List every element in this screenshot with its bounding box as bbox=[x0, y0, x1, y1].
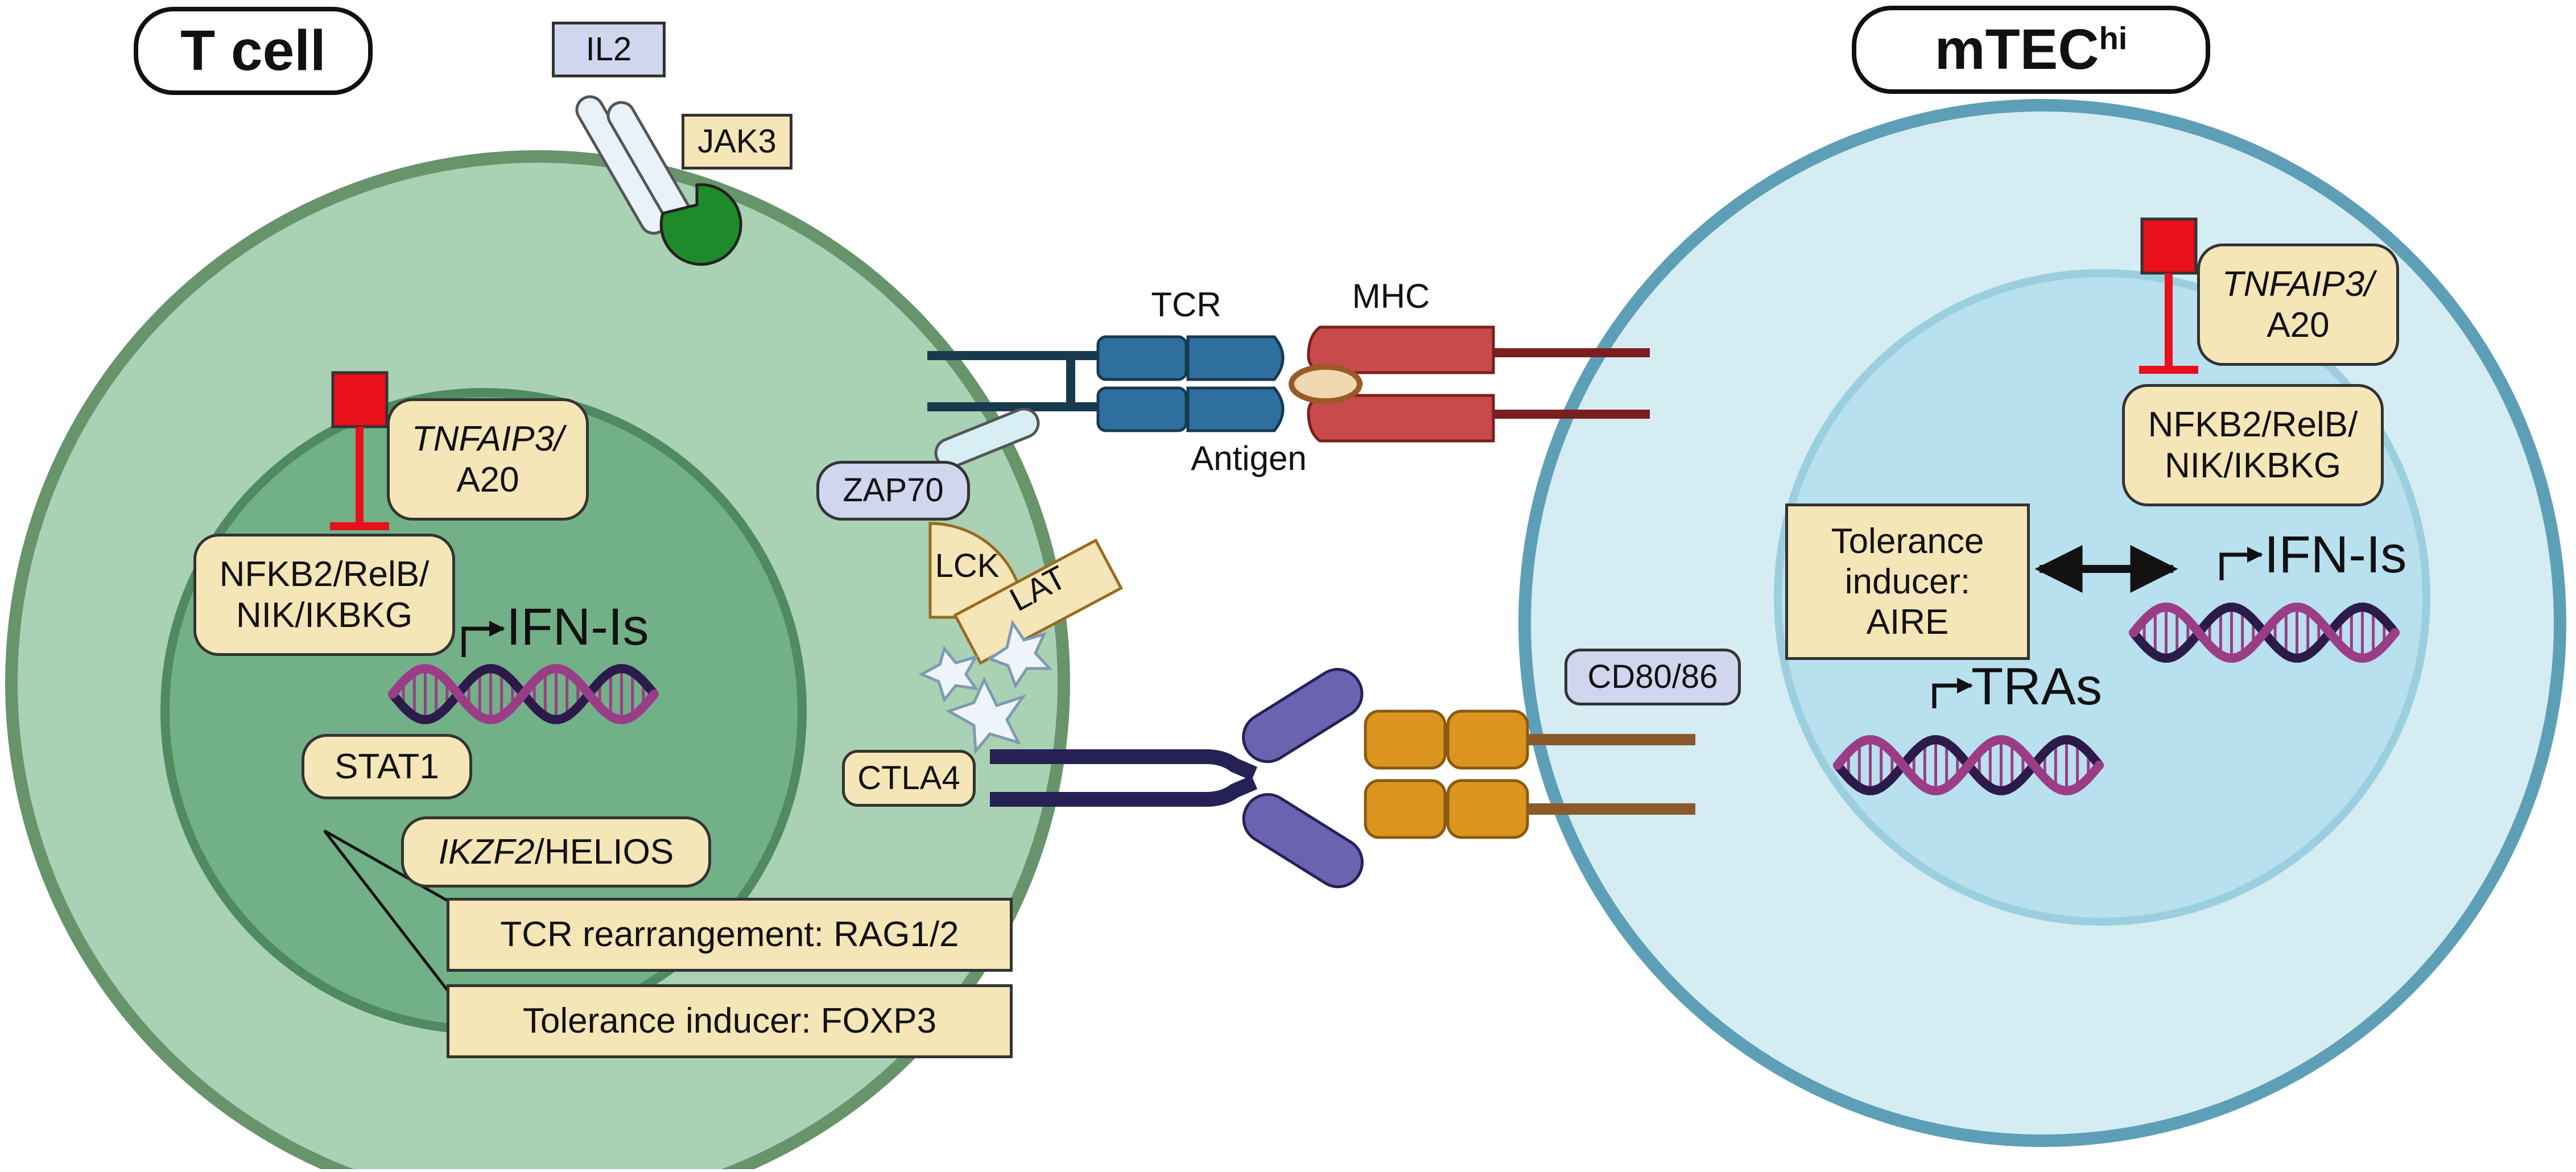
t-cell-dna-helix bbox=[388, 664, 659, 724]
mtec-title-text: mTEChi bbox=[1935, 17, 2128, 82]
jak3-label: JAK3 bbox=[682, 114, 792, 170]
t-cell-stat1-text: STAT1 bbox=[335, 746, 439, 786]
mtec-tnfaip3-gene: TNFAIP3/ bbox=[2222, 265, 2375, 304]
zap70-tail bbox=[934, 407, 1040, 469]
t-cell-tnfaip3-box: TNFAIP3/ A20 bbox=[387, 398, 589, 521]
il2-receptor bbox=[575, 95, 700, 241]
phospho-stars bbox=[918, 619, 1053, 755]
t-cell-nfkb-line2: NIK/IKBKG bbox=[236, 595, 413, 635]
t-cell-nfkb-line1: NFKB2/RelB/ bbox=[219, 555, 430, 595]
mtec-inhibitor bbox=[2139, 217, 2198, 374]
mtec-aire-line3: AIRE bbox=[1866, 602, 1949, 642]
mtec-ifn-label: IFN-Is bbox=[2264, 522, 2452, 588]
t-cell-nfkb-box: NFKB2/RelB/ NIK/IKBKG bbox=[193, 534, 455, 656]
mtec-tras-text: TRAs bbox=[1971, 657, 2102, 716]
mtec-ifn-arrow bbox=[2219, 547, 2263, 580]
t-cell-ifn-label: IFN-Is bbox=[506, 595, 694, 660]
mtec-aire-line1: Tolerance bbox=[1831, 521, 1984, 561]
t-cell-ikzf2-text: IKZF2/HELIOS bbox=[439, 832, 674, 872]
cd80-86-label: CD80/86 bbox=[1564, 649, 1741, 705]
ctla4-receptor bbox=[990, 667, 1364, 889]
t-cell-stat1-box: STAT1 bbox=[302, 734, 472, 799]
t-cell-ikzf2-gene: IKZF2 bbox=[438, 832, 535, 872]
mtec-ifn-dna-helix bbox=[2129, 602, 2400, 663]
t-cell-callout-lines bbox=[323, 829, 451, 994]
mtec-tras-dna-helix bbox=[1833, 735, 2104, 795]
antigen-label: Antigen bbox=[1163, 435, 1334, 481]
tcr-label: TCR bbox=[1129, 282, 1243, 327]
zap70-text: ZAP70 bbox=[843, 472, 944, 509]
lck-text: LCK bbox=[935, 547, 1000, 584]
lat-shape bbox=[953, 538, 1124, 665]
tcr-text: TCR bbox=[1151, 285, 1221, 324]
mtec-aire-line2: inducer: bbox=[1844, 562, 1971, 601]
antigen-peptide bbox=[1289, 364, 1363, 404]
t-cell-ifn-arrow bbox=[461, 621, 505, 657]
t-cell-foxp3-text: Tolerance inducer: FOXP3 bbox=[522, 1001, 937, 1041]
mtec-tnfaip3-box: TNFAIP3/ A20 bbox=[2197, 244, 2399, 366]
ctla4-text: CTLA4 bbox=[857, 759, 960, 797]
t-cell-tnfaip3-gene: TNFAIP3/ bbox=[411, 419, 564, 459]
tcr-receptor bbox=[927, 335, 1285, 432]
mtec-title-base: mTEC bbox=[1934, 18, 2099, 81]
t-cell-title-text: T cell bbox=[180, 19, 326, 82]
il2-text: IL2 bbox=[585, 30, 632, 68]
t-cell-ikzf2-box: IKZF2/HELIOS bbox=[401, 816, 711, 888]
zap70-label: ZAP70 bbox=[816, 461, 970, 521]
t-cell-rag-box: TCR rearrangement: RAG1/2 bbox=[447, 898, 1013, 972]
ctla4-label: CTLA4 bbox=[842, 750, 976, 807]
mtec-aire-box: Tolerance inducer: AIRE bbox=[1785, 504, 2030, 660]
lck-label: LCK bbox=[927, 543, 1007, 589]
t-cell-foxp3-box: Tolerance inducer: FOXP3 bbox=[447, 984, 1013, 1058]
mhc-text: MHC bbox=[1352, 277, 1430, 315]
t-cell-a20: A20 bbox=[456, 460, 519, 500]
mtec-tras-arrow bbox=[1932, 678, 1973, 708]
mtec-nfkb-line2: NIK/IKBKG bbox=[2164, 445, 2342, 485]
t-cell-inhibitor bbox=[330, 371, 389, 530]
mhc-label: MHC bbox=[1334, 273, 1448, 319]
antigen-text: Antigen bbox=[1191, 439, 1307, 477]
t-cell-helios: /HELIOS bbox=[534, 832, 674, 872]
mtec-a20: A20 bbox=[2267, 305, 2330, 345]
mhc-molecule bbox=[1307, 325, 1650, 443]
il2-label: IL2 bbox=[552, 22, 666, 77]
cd80-86-ligand bbox=[1364, 709, 1695, 839]
cd80-86-text: CD80/86 bbox=[1587, 658, 1718, 695]
mtec-tras-label: TRAs bbox=[1971, 654, 2131, 720]
mtec-title-sup: hi bbox=[2099, 20, 2128, 56]
mtec-nfkb-box: NFKB2/RelB/ NIK/IKBKG bbox=[2122, 384, 2384, 506]
mtec-title: mTEChi bbox=[1852, 6, 2210, 94]
t-cell-title: T cell bbox=[134, 7, 373, 95]
mtec-ifn-text: IFN-Is bbox=[2264, 525, 2407, 584]
jak3-shape bbox=[659, 183, 742, 266]
t-cell-ifn-text: IFN-Is bbox=[506, 597, 649, 656]
t-cell-rag-text: TCR rearrangement: RAG1/2 bbox=[500, 915, 959, 955]
jak3-text: JAK3 bbox=[697, 122, 777, 160]
mtec-nfkb-line1: NFKB2/RelB/ bbox=[2148, 405, 2358, 445]
